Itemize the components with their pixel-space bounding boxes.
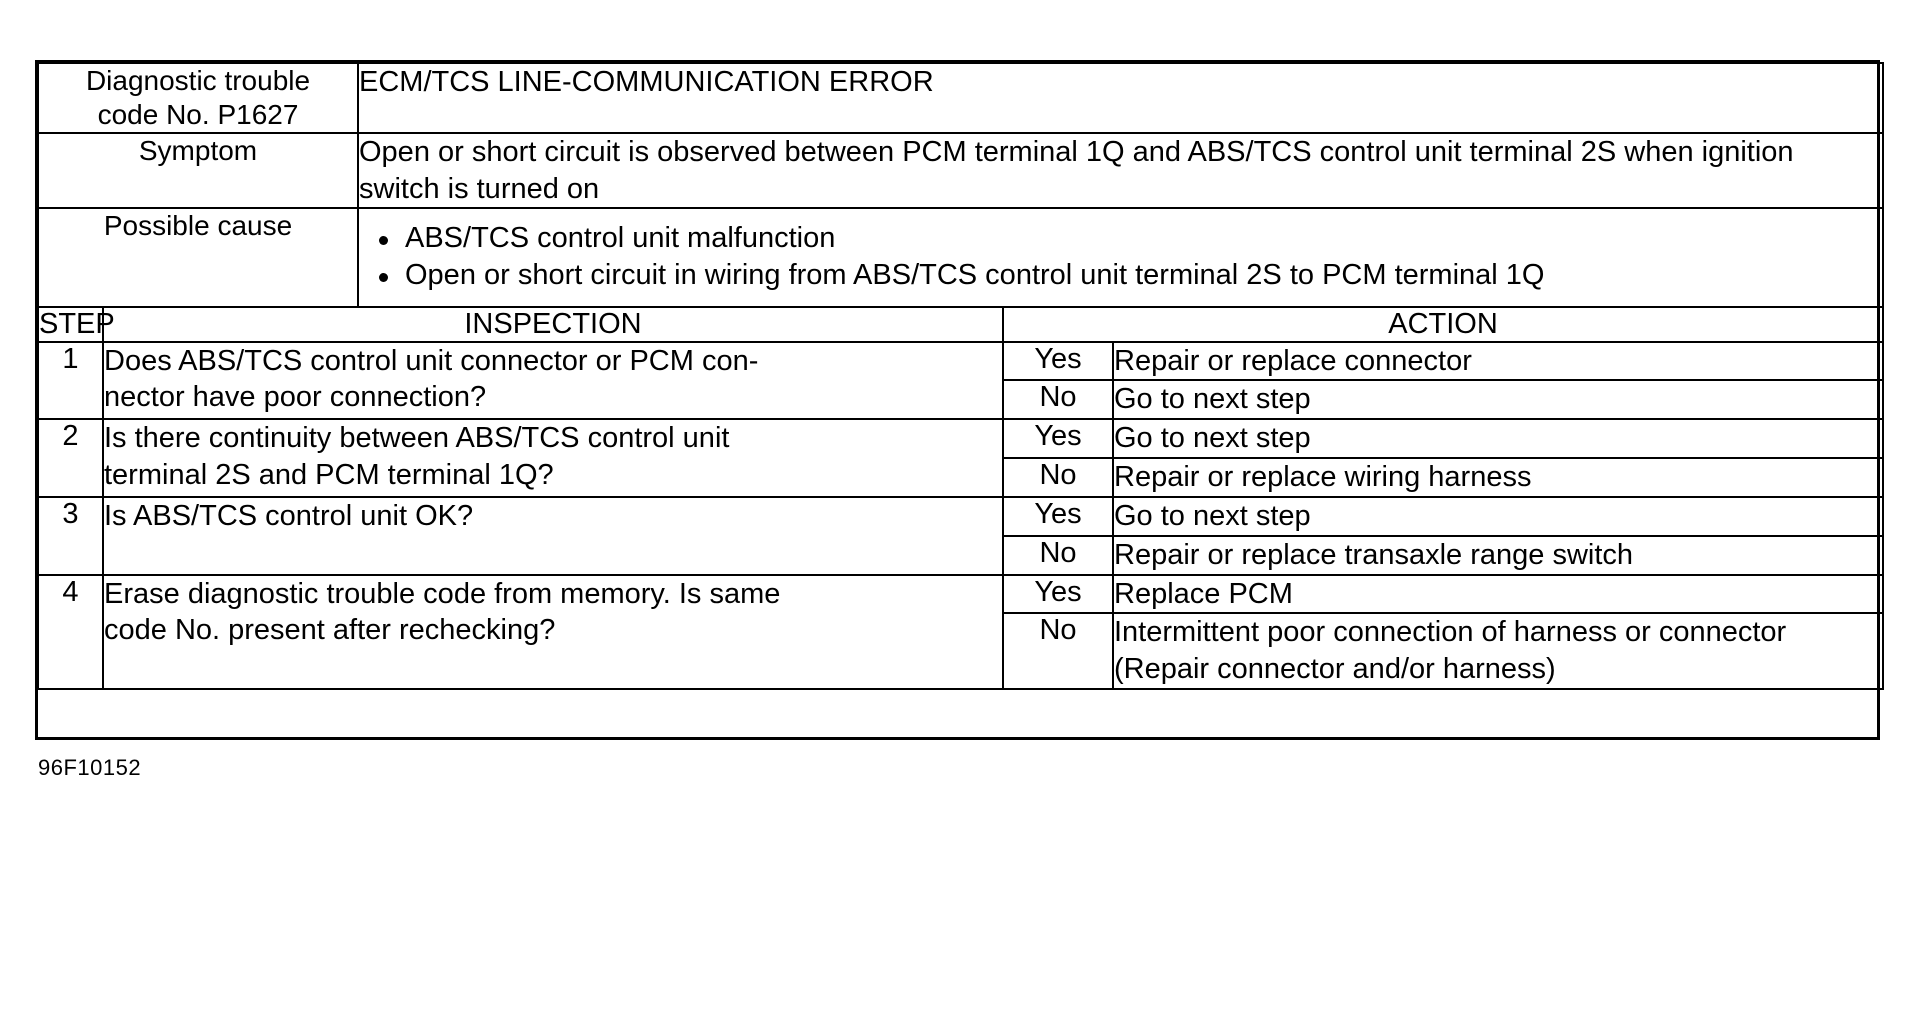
symptom-text-cell: Open or short circuit is observed betwee… <box>356 132 1885 210</box>
possible-cause-list: ABS/TCS control unit malfunction Open or… <box>359 209 1882 305</box>
step-number: 2 <box>37 418 104 498</box>
step-inspection-line1: Is there continuity between ABS/TCS cont… <box>104 422 730 455</box>
step-answer-no: No <box>1002 379 1114 421</box>
list-item: Open or short circuit in wiring from ABS… <box>375 257 1868 294</box>
step-answer-yes: Yes <box>1002 340 1114 382</box>
symptom-label-cell: Symptom <box>37 132 359 210</box>
step-action-yes: Replace PCM <box>1111 573 1885 615</box>
step-inspection-line2: code No. present after rechecking? <box>104 614 556 647</box>
table-row-dtc-code: Diagnostic trouble code No. P1627 ECM/TC… <box>37 61 1885 135</box>
step-answer-yes: Yes <box>1002 573 1114 615</box>
table-header-row: STEP INSPECTION ACTION <box>37 305 1885 343</box>
step-inspection: Does ABS/TCS control unit connector or P… <box>102 340 1004 421</box>
step-action-yes: Repair or replace connector <box>1111 340 1885 382</box>
step-inspection-line2: nector have poor connection? <box>104 381 487 414</box>
step-number: 3 <box>37 495 104 576</box>
step-number: 4 <box>37 573 104 691</box>
step-answer-yes: Yes <box>1002 418 1114 460</box>
step-answer-no: No <box>1002 534 1114 576</box>
table-row: No Go to next step <box>38 379 1885 421</box>
column-header-action: ACTION <box>1001 305 1885 343</box>
step-inspection: Erase diagnostic trouble code from memor… <box>102 573 1004 691</box>
bullet-icon <box>379 236 388 246</box>
step-action-no-line2: (Repair connector and/or harness) <box>1114 653 1556 686</box>
step-inspection: Is there continuity between ABS/TCS cont… <box>102 418 1004 498</box>
table-row: 4 Erase diagnostic trouble code from mem… <box>37 573 1885 691</box>
dtc-code-label-cell: Diagnostic trouble code No. P1627 <box>37 61 359 135</box>
step-action-no: Repair or replace wiring harness <box>1111 457 1885 498</box>
step-inspection-line1: Does ABS/TCS control unit connector or P… <box>104 344 759 377</box>
step-answer-no: No <box>1002 457 1114 498</box>
dtc-title-cell: ECM/TCS LINE-COMMUNICATION ERROR <box>356 61 1885 135</box>
table-row: 3 Is ABS/TCS control unit OK? Yes Go to … <box>37 495 1885 576</box>
step-action-yes: Go to next step <box>1111 495 1885 537</box>
step-action-no-line1: Intermittent poor connection of harness … <box>1114 616 1787 649</box>
table-row: No Intermittent poor connection of harne… <box>38 612 1885 691</box>
step-answer-yes: Yes <box>1002 495 1114 537</box>
column-header-step: STEP <box>37 305 115 343</box>
step-inspection-line1: Erase diagnostic trouble code from memor… <box>104 577 781 610</box>
step-action-yes: Go to next step <box>1111 418 1885 460</box>
figure-caption-code: 96F10152 <box>38 755 142 780</box>
step-inspection: Is ABS/TCS control unit OK? <box>102 495 1004 576</box>
table-row: 2 Is there continuity between ABS/TCS co… <box>37 418 1885 498</box>
list-item: ABS/TCS control unit malfunction <box>375 220 1868 257</box>
dtc-table: Diagnostic trouble code No. P1627 ECM/TC… <box>37 61 1885 691</box>
table-row: No Repair or replace transaxle range swi… <box>38 534 1885 576</box>
step-action-no: Go to next step <box>1111 379 1885 421</box>
possible-cause-text: ABS/TCS control unit malfunction <box>405 222 836 255</box>
possible-cause-list-cell: ABS/TCS control unit malfunction Open or… <box>356 207 1885 308</box>
bullet-icon <box>379 273 388 283</box>
dtc-code-label-line2: code No. P1627 <box>97 99 299 131</box>
step-number: 1 <box>37 340 104 421</box>
step-answer-no: No <box>1002 612 1114 691</box>
step-inspection-line1: Is ABS/TCS control unit OK? <box>104 499 474 532</box>
column-header-inspection: INSPECTION <box>102 305 1004 343</box>
dtc-code-label-line1: Diagnostic trouble <box>85 65 311 96</box>
step-inspection-line2: terminal 2S and PCM terminal 1Q? <box>104 459 554 492</box>
possible-cause-text: Open or short circuit in wiring from ABS… <box>405 259 1545 292</box>
step-action-no: Intermittent poor connection of harness … <box>1111 612 1885 691</box>
table-row: 1 Does ABS/TCS control unit connector or… <box>37 340 1885 421</box>
possible-cause-label-cell: Possible cause <box>37 207 359 308</box>
table-row-symptom: Symptom Open or short circuit is observe… <box>37 132 1885 210</box>
table-row-possible-cause: Possible cause ABS/TCS control unit malf… <box>37 207 1885 308</box>
step-inspection-spacer <box>104 535 1002 567</box>
table-row: No Repair or replace wiring harness <box>38 457 1885 498</box>
step-action-no: Repair or replace transaxle range switch <box>1111 534 1885 576</box>
